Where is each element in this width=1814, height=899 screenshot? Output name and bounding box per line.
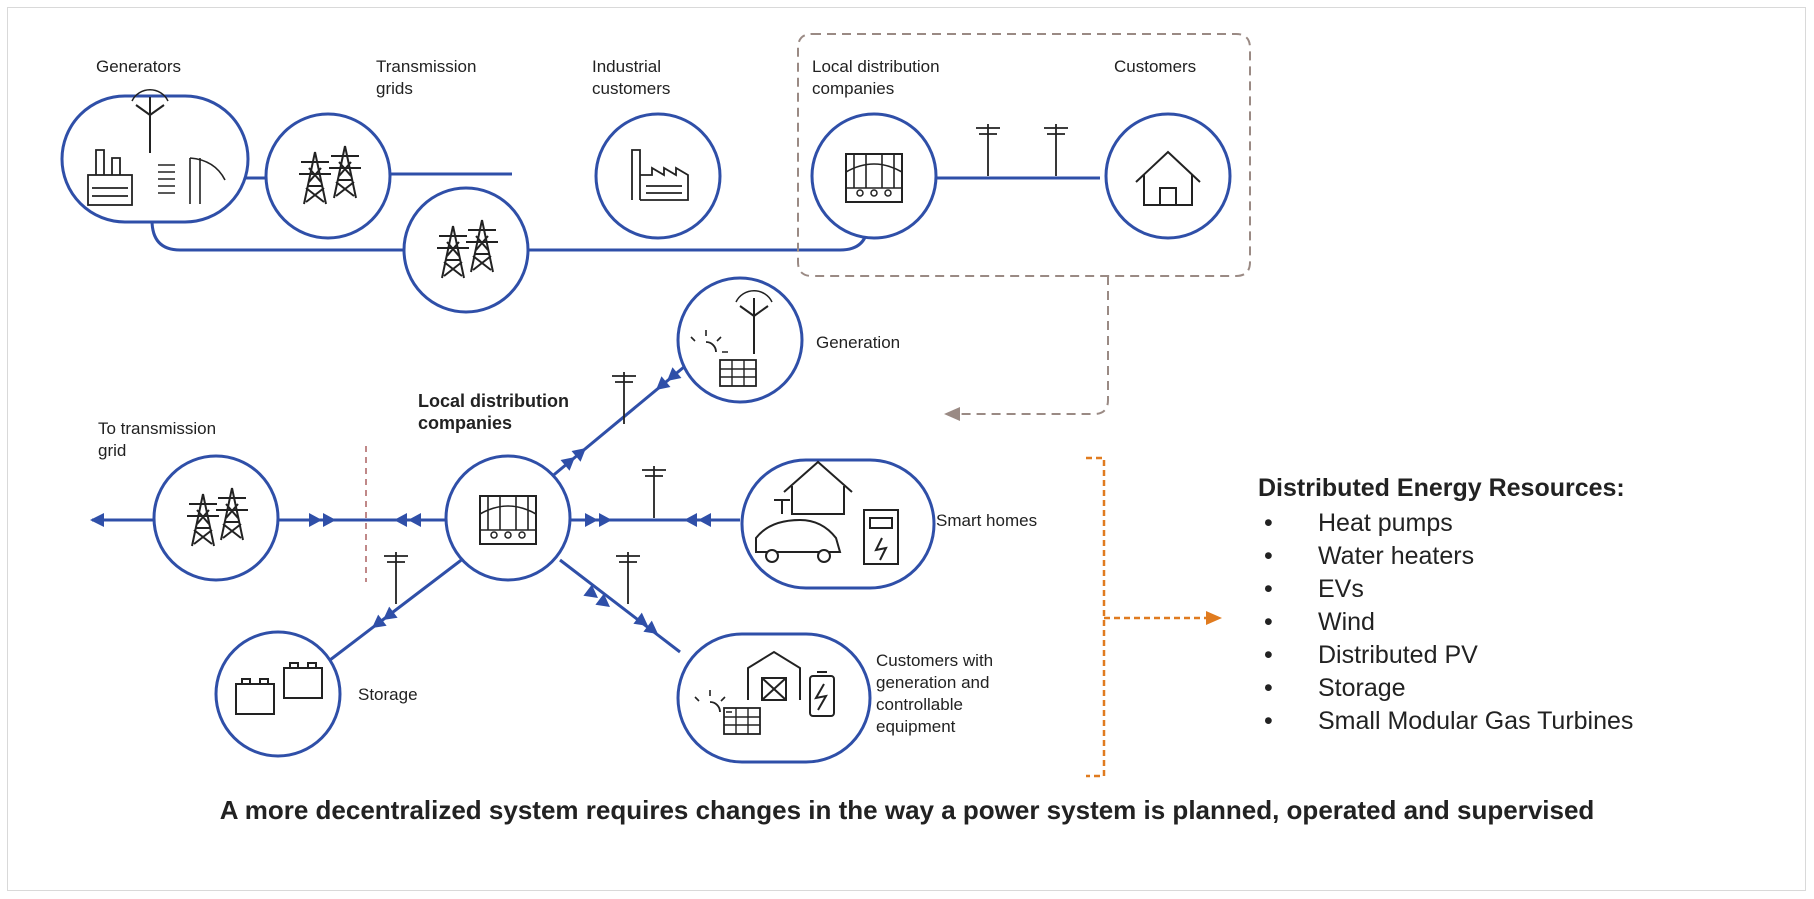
label-smart-homes: Smart homes (936, 511, 1038, 530)
label-storage: Storage (358, 685, 418, 704)
utility-pole-icon (975, 123, 1001, 177)
barn-icon (747, 650, 801, 701)
utility-pole-icon (641, 465, 667, 519)
slide-frame (7, 7, 1806, 891)
dashed-grouping-box (797, 33, 1251, 277)
utility-pole-icon (615, 551, 641, 605)
industrial-node (594, 112, 722, 240)
local-distribution-top-node (810, 112, 938, 240)
house-icon (1135, 150, 1201, 206)
der-list-item: •Small Modular Gas Turbines (1264, 707, 1634, 735)
label-generation: Generation (816, 333, 901, 352)
label-transmission-grids: Transmission grids (376, 57, 477, 98)
storage-node (214, 630, 342, 758)
der-panel-title: Distributed Energy Resources: (1258, 474, 1625, 502)
der-list-item: •Storage (1264, 674, 1406, 702)
left-arrowhead (90, 513, 104, 527)
factory-icon (631, 149, 689, 201)
transmission-node-2 (402, 186, 530, 314)
utility-pole-icon (383, 551, 409, 605)
dashed-connector-arrow (944, 407, 960, 421)
dam-icon (158, 157, 226, 204)
label-customers-with-generation: Customers with generation and controllab… (876, 651, 994, 736)
label-to-transmission-grid: To transmission grid (98, 419, 217, 460)
der-list-item: •Wind (1264, 608, 1375, 636)
electric-car-icon (755, 499, 842, 563)
der-arrowhead (1206, 611, 1222, 625)
footer-statement: A more decentralized system requires cha… (219, 795, 1595, 825)
factory-icon (87, 149, 133, 206)
smart-meter-icon (863, 509, 899, 565)
house-icon (783, 460, 853, 515)
transmission-node (264, 112, 392, 240)
dashed-connector (960, 276, 1109, 415)
generation-node (676, 276, 804, 404)
battery-icon (809, 671, 835, 717)
label-industrial-customers: Industrial customers (592, 57, 671, 98)
utility-pole-icon (1043, 123, 1069, 177)
generators-node (60, 88, 250, 224)
utility-pole-icon (611, 371, 637, 425)
to-transmission-node (152, 454, 280, 582)
smart-homes-node (740, 458, 936, 590)
der-bracket (1086, 456, 1206, 778)
der-list-item: •Heat pumps (1264, 509, 1453, 537)
customers-with-generation-node (676, 632, 872, 764)
der-list-item: •Distributed PV (1264, 641, 1478, 669)
label-local-distribution-center: Local distribution companies (418, 391, 569, 433)
label-local-distribution-top: Local distribution companies (812, 57, 940, 98)
der-list-item: •Water heaters (1264, 542, 1475, 570)
label-customers: Customers (1114, 57, 1197, 76)
der-panel: Distributed Energy Resources: •Heat pump… (1258, 474, 1633, 738)
customers-node (1104, 112, 1232, 240)
battery-icon (235, 662, 323, 715)
flow-arrows (309, 367, 711, 640)
label-generators: Generators (96, 57, 182, 76)
local-distribution-center-node (444, 454, 572, 582)
der-list-item: •EVs (1264, 575, 1364, 603)
der-list: •Heat pumps •Water heaters •EVs •Wind •D… (1258, 507, 1633, 738)
